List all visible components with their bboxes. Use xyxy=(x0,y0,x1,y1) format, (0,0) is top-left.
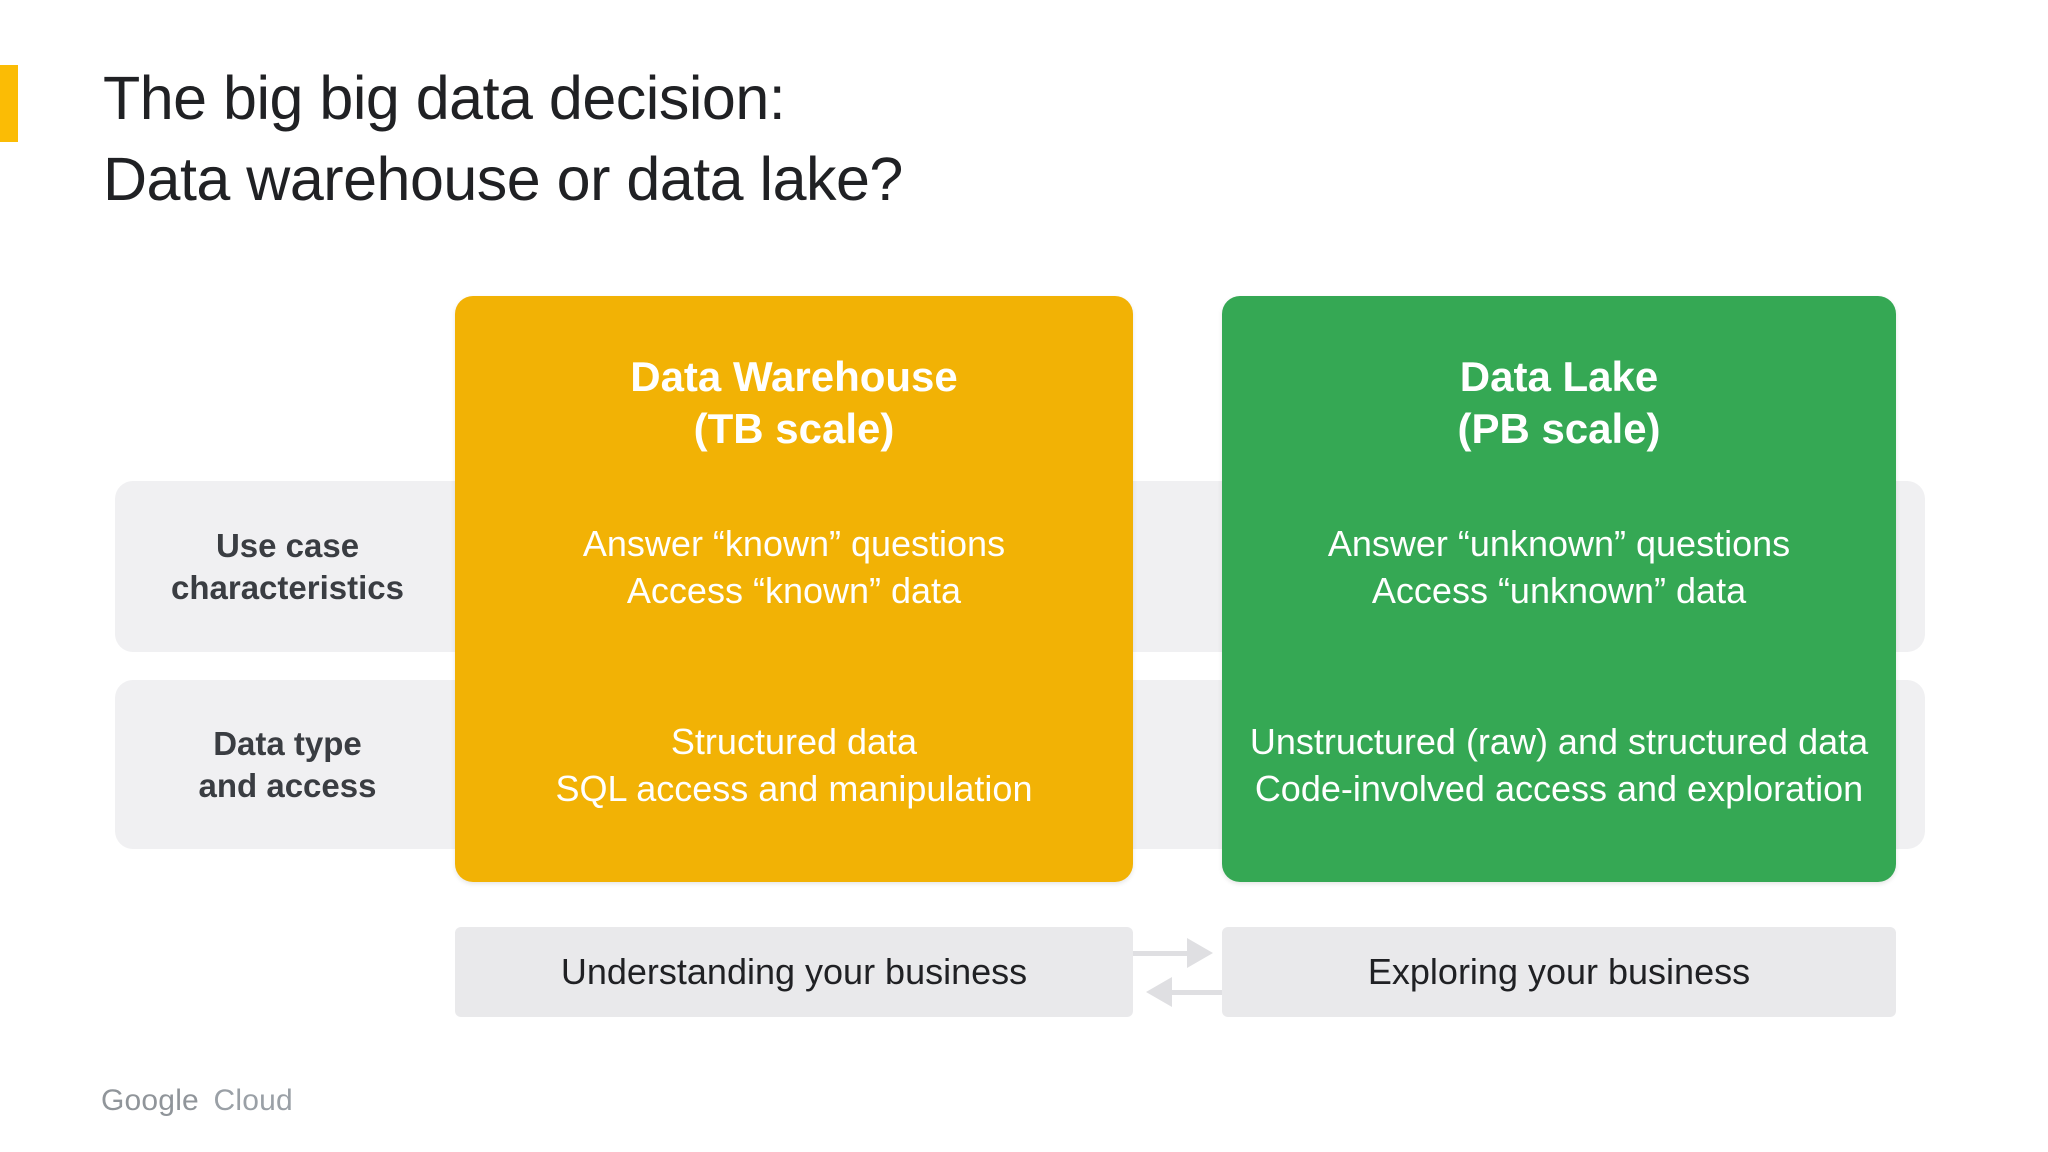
exploring-business-box: Exploring your business xyxy=(1222,927,1896,1017)
data-lake-use-case-line-2: Access “unknown” data xyxy=(1371,569,1747,611)
data-warehouse-use-case-line-1: Answer “known” questions xyxy=(582,522,1006,564)
row-label-use-case-line-1: Use case xyxy=(215,526,360,564)
page-title-line-2: Data warehouse or data lake? xyxy=(103,145,903,213)
google-cloud-logo-google: Google xyxy=(101,1084,199,1117)
data-warehouse-use-case-line-2: Access “known” data xyxy=(626,569,962,611)
data-warehouse-data-type-line-2: SQL access and manipulation xyxy=(555,767,1033,809)
arrow-right-line xyxy=(1133,951,1189,956)
data-lake-card-header: Data Lake (PB scale) xyxy=(1222,296,1896,481)
row-label-use-case-line-2: characteristics xyxy=(171,568,404,606)
page-title-line-1: The big big data decision: xyxy=(103,64,786,132)
data-warehouse-scale: (TB scale) xyxy=(693,405,895,452)
title-accent-bar xyxy=(0,65,18,142)
data-warehouse-use-case-cell: Answer “known” questions Access “known” … xyxy=(455,481,1133,652)
page-title: The big big data decision: Data warehous… xyxy=(103,58,903,220)
understanding-business-box: Understanding your business xyxy=(455,927,1133,1017)
row-label-use-case: Use case characteristics xyxy=(115,481,460,652)
data-lake-data-type-line-2: Code-involved access and exploration xyxy=(1254,767,1864,809)
exploring-business-label: Exploring your business xyxy=(1367,951,1751,992)
google-cloud-logo-cloud: Cloud xyxy=(213,1084,293,1117)
data-lake-scale: (PB scale) xyxy=(1457,405,1661,452)
arrow-right-icon xyxy=(1187,938,1213,968)
data-lake-title: Data Lake xyxy=(1459,353,1659,400)
arrow-left-line xyxy=(1172,990,1222,995)
row-label-data-type: Data type and access xyxy=(115,680,460,849)
data-warehouse-data-type-line-1: Structured data xyxy=(670,720,918,762)
google-cloud-logo: Google Cloud xyxy=(101,1084,293,1118)
data-lake-data-type-cell: Unstructured (raw) and structured data C… xyxy=(1222,680,1896,849)
row-label-data-type-line-2: and access xyxy=(198,766,377,804)
data-warehouse-data-type-cell: Structured data SQL access and manipulat… xyxy=(455,680,1133,849)
data-lake-use-case-cell: Answer “unknown” questions Access “unkno… xyxy=(1222,481,1896,652)
understanding-business-label: Understanding your business xyxy=(560,951,1028,992)
data-lake-data-type-line-1: Unstructured (raw) and structured data xyxy=(1249,720,1869,762)
arrow-left-icon xyxy=(1146,977,1172,1007)
data-lake-use-case-line-1: Answer “unknown” questions xyxy=(1327,522,1791,564)
data-lake-card: Data Lake (PB scale) Answer “unknown” qu… xyxy=(1222,296,1896,882)
data-warehouse-card: Data Warehouse (TB scale) Answer “known”… xyxy=(455,296,1133,882)
data-warehouse-card-header: Data Warehouse (TB scale) xyxy=(455,296,1133,481)
data-warehouse-title: Data Warehouse xyxy=(630,353,958,400)
row-label-data-type-line-1: Data type xyxy=(213,724,362,762)
